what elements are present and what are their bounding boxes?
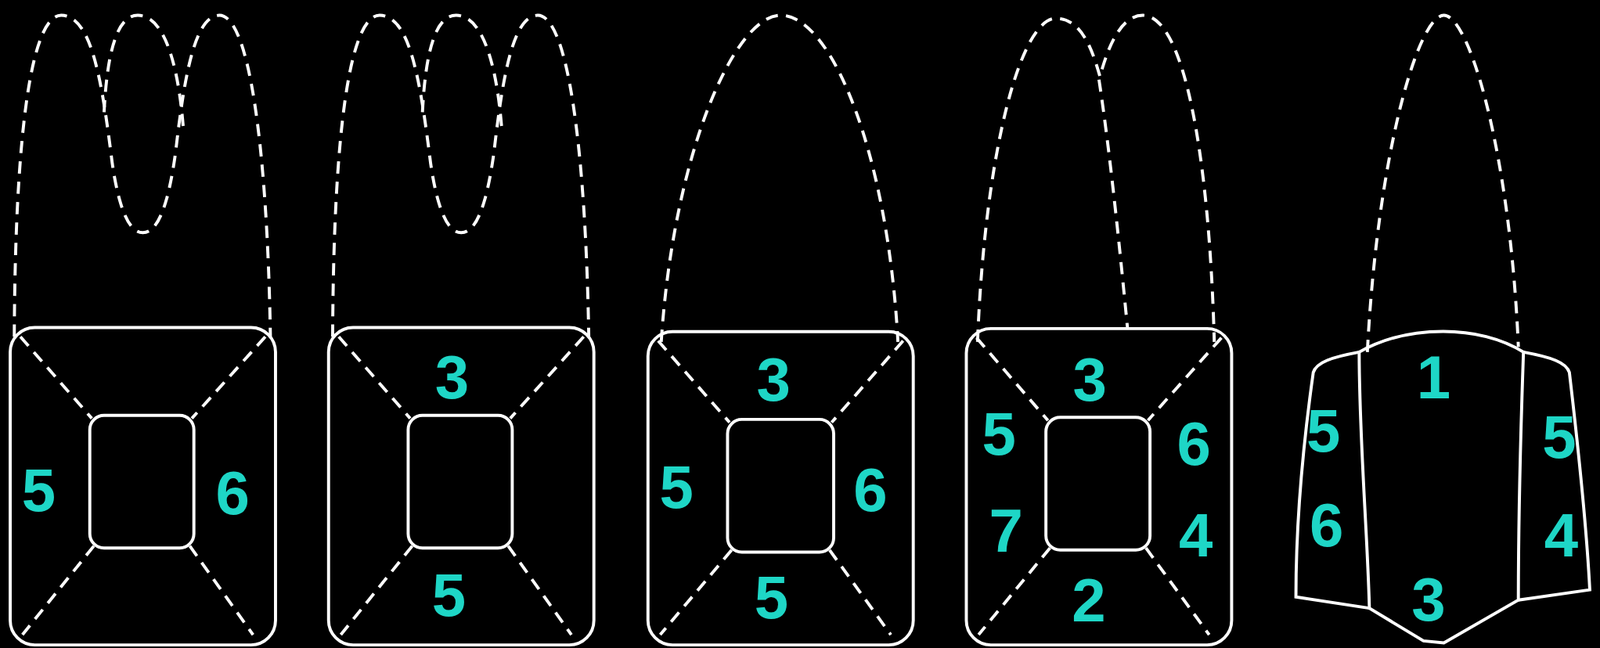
crown-inner — [727, 419, 834, 553]
surface-number: 1 — [1416, 346, 1451, 408]
tooth-crown: 35 — [328, 327, 595, 645]
crown-inner — [1045, 417, 1150, 551]
surface-number: 5 — [659, 456, 694, 518]
crown-outline — [1358, 331, 1524, 643]
crown-outline — [1518, 352, 1590, 601]
surface-number: 5 — [981, 403, 1016, 465]
diagonal-line — [20, 336, 266, 635]
root-outline — [332, 15, 589, 338]
crown-outline — [965, 328, 1232, 646]
crowns — [10, 327, 1590, 646]
surface-number: 5 — [1542, 406, 1576, 468]
crown-inner — [90, 415, 195, 549]
surface-number: 7 — [989, 500, 1024, 562]
surface-number: 6 — [1309, 494, 1344, 556]
crown-outline — [10, 327, 276, 646]
crown-outline — [1296, 352, 1370, 609]
surface-number: 2 — [1071, 569, 1106, 631]
surface-number: 5 — [432, 564, 466, 626]
root-outline — [977, 15, 1215, 343]
surface-number: 5 — [754, 566, 789, 628]
root-outline — [422, 15, 503, 134]
surface-number: 6 — [853, 459, 887, 521]
tooth-crown: 35 6 7 4 2 — [965, 328, 1232, 646]
tooth-crown: 56 — [10, 327, 276, 645]
surface-number: 3 — [1411, 569, 1446, 631]
crown-inner — [407, 415, 512, 549]
crown-diagonals — [20, 336, 1222, 635]
diagonal-line — [976, 338, 1222, 635]
diagonal-line — [658, 341, 904, 636]
surface-number: 6 — [1176, 413, 1211, 475]
root-outline — [1367, 15, 1519, 353]
surface-number: 4 — [1178, 504, 1213, 566]
root-outline — [661, 15, 898, 343]
root-outlines — [14, 15, 1518, 353]
surface-number: 3 — [435, 346, 469, 408]
surface-number: 5 — [21, 459, 56, 521]
surface-number: 3 — [1072, 349, 1107, 411]
root-outline — [1099, 79, 1128, 329]
surface-number: 3 — [756, 349, 790, 411]
tooth-crown: 3565 — [648, 331, 914, 646]
tooth-crown: 1 5 5 6 4 3 — [1296, 326, 1590, 646]
root-outline — [104, 15, 184, 134]
surface-number: 4 — [1544, 504, 1579, 566]
diagonal-line — [338, 336, 584, 635]
surface-number: 6 — [216, 462, 250, 524]
crown-outline — [648, 331, 914, 646]
crown-outline — [328, 327, 595, 646]
root-outline — [14, 15, 271, 338]
surface-number: 5 — [1306, 400, 1341, 462]
